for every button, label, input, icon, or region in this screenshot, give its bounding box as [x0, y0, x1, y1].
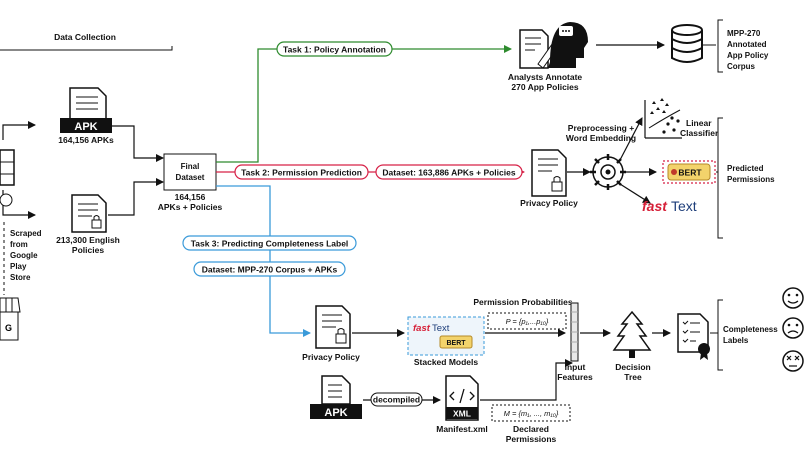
policy-document-icon: [71, 194, 107, 233]
svg-text:APK: APK: [74, 121, 97, 133]
apk-document-icon: APK: [60, 87, 112, 133]
svg-text:fast: fast: [413, 323, 431, 334]
corpus-label-1: MPP-270: [727, 29, 761, 38]
bert-logo: BERT: [662, 160, 716, 184]
task2-privacy-policy-icon: [531, 149, 567, 197]
task3-dataset-pill: Dataset: MPP-270 Corpus + APKs: [193, 261, 346, 277]
scraper-icon: [0, 121, 36, 219]
embedding-to-linear-arrow: [619, 117, 643, 161]
permission-probabilities-label: Permission Probabilities: [473, 297, 572, 307]
policy-to-dataset-arrow: [108, 178, 164, 216]
declared-label-1: Declared: [513, 424, 549, 434]
final-dataset-box: [163, 153, 217, 191]
analysts-label-1: Analysts Annotate: [508, 72, 583, 82]
decision-tree-label-2: Tree: [624, 372, 642, 382]
corpus-label-4: Corpus: [727, 62, 756, 71]
decision-tree-icon: [612, 310, 652, 358]
m-formula-box: [491, 404, 571, 422]
preprocessing-label-2: Word Embedding: [566, 133, 636, 143]
task2-pill: Task 2: Permission Prediction: [234, 164, 369, 180]
svg-text:BERT: BERT: [678, 168, 702, 178]
svg-text:Play: Play: [10, 262, 27, 271]
fasttext-logo: fast Text: [642, 198, 697, 214]
final-dataset-title-1: Final: [181, 162, 200, 171]
svg-text:Task 2: Permission Prediction: Task 2: Permission Prediction: [241, 168, 362, 178]
smiley-dead-icon: [782, 350, 804, 372]
svg-text:APK: APK: [324, 407, 347, 419]
completeness-label-2: Labels: [723, 336, 749, 345]
input-features-label-1: Input: [565, 362, 586, 372]
linear-label-1: Linear: [686, 118, 712, 128]
input-features-bar: [570, 302, 579, 362]
input-features-label-2: Features: [557, 372, 593, 382]
database-icon: [671, 24, 703, 63]
linear-classifier-icon: [644, 98, 682, 139]
svg-text:Dataset: MPP-270 Corpus + APKs: Dataset: MPP-270 Corpus + APKs: [202, 265, 338, 275]
p-formula-box: [487, 312, 567, 330]
corpus-bracket: [717, 19, 723, 73]
task1-pill: Task 1: Policy Annotation: [276, 41, 393, 57]
linear-label-2: Classifier: [680, 128, 719, 138]
analysts-label-2: 270 App Policies: [511, 82, 579, 92]
policy-count-line1: 213,300 English: [56, 235, 120, 245]
manifest-xml-icon: XML: [445, 375, 479, 421]
corpus-label-3: App Policy: [727, 51, 769, 60]
completeness-label-1: Completeness: [723, 325, 778, 334]
smiley-sad-icon: [782, 317, 804, 339]
p-formula: P = {p₁,...p₁₀}: [506, 317, 549, 326]
play-store-icon: G: [0, 297, 21, 341]
svg-text:decompiled: decompiled: [373, 395, 420, 405]
svg-text:Scraped: Scraped: [10, 229, 42, 238]
svg-text:G: G: [5, 323, 12, 333]
final-dataset-count-1: 164,156: [175, 192, 206, 202]
svg-text:Task 3: Predicting Completenes: Task 3: Predicting Completeness Label: [191, 239, 349, 249]
analyst-icon: [519, 22, 588, 69]
final-dataset-count-2: APKs + Policies: [158, 202, 223, 212]
predicted-bracket: [717, 117, 723, 239]
preprocessing-label-1: Preprocessing +: [568, 123, 634, 133]
decompiled-pill: decompiled: [370, 392, 423, 407]
final-dataset-title-2: Dataset: [176, 173, 205, 182]
predicted-label-2: Permissions: [727, 175, 775, 184]
declared-label-2: Permissions: [506, 434, 557, 444]
task3-apk-icon: APK: [310, 375, 362, 419]
smiley-happy-icon: [782, 287, 804, 309]
data-collection-bracket: [0, 46, 173, 51]
predicted-label-1: Predicted: [727, 164, 764, 173]
embedding-gear-icon: [590, 154, 626, 190]
svg-text:Text: Text: [671, 198, 697, 214]
data-collection-label: Data Collection: [54, 32, 116, 42]
completeness-bracket: [717, 299, 723, 371]
task1-arrow: [216, 45, 512, 163]
scraped-label: Scraped from Google Play Store: [10, 229, 42, 282]
embedding-to-fasttext-arrow: [619, 183, 651, 204]
checklist-icon: [677, 313, 710, 360]
stacked-models-label: Stacked Models: [414, 357, 479, 367]
policy-count-line2: Policies: [72, 245, 104, 255]
task3-privacy-policy-label: Privacy Policy: [302, 352, 360, 362]
svg-text:from: from: [10, 240, 28, 249]
svg-text:fast: fast: [642, 198, 668, 214]
task2-dataset-pill: Dataset: 163,886 APKs + Policies: [375, 164, 523, 180]
decision-tree-label-1: Decision: [615, 362, 650, 372]
svg-text:Dataset: 163,886 APKs + Polici: Dataset: 163,886 APKs + Policies: [382, 168, 515, 178]
m-formula: M = {m₁, ..., m₁₀}: [504, 409, 559, 418]
apk-to-dataset-arrow: [112, 125, 164, 162]
task3-arrow: [216, 185, 311, 337]
svg-text:Store: Store: [10, 273, 31, 282]
svg-text:BERT: BERT: [446, 340, 466, 347]
manifest-label: Manifest.xml: [436, 424, 488, 434]
task3-privacy-policy-icon: [315, 305, 351, 349]
apk-count: 164,156 APKs: [58, 135, 114, 145]
svg-text:Text: Text: [432, 323, 450, 334]
corpus-label-2: Annotated: [727, 40, 767, 49]
svg-text:Google: Google: [10, 251, 38, 260]
stacked-models-box: fast Text BERT: [407, 316, 485, 356]
svg-text:Task 1: Policy Annotation: Task 1: Policy Annotation: [283, 45, 386, 55]
task2-privacy-policy-label: Privacy Policy: [520, 198, 578, 208]
task3-pill: Task 3: Predicting Completeness Label: [182, 235, 357, 251]
manifest-to-features-arrow: [480, 359, 573, 401]
svg-text:XML: XML: [453, 409, 471, 419]
